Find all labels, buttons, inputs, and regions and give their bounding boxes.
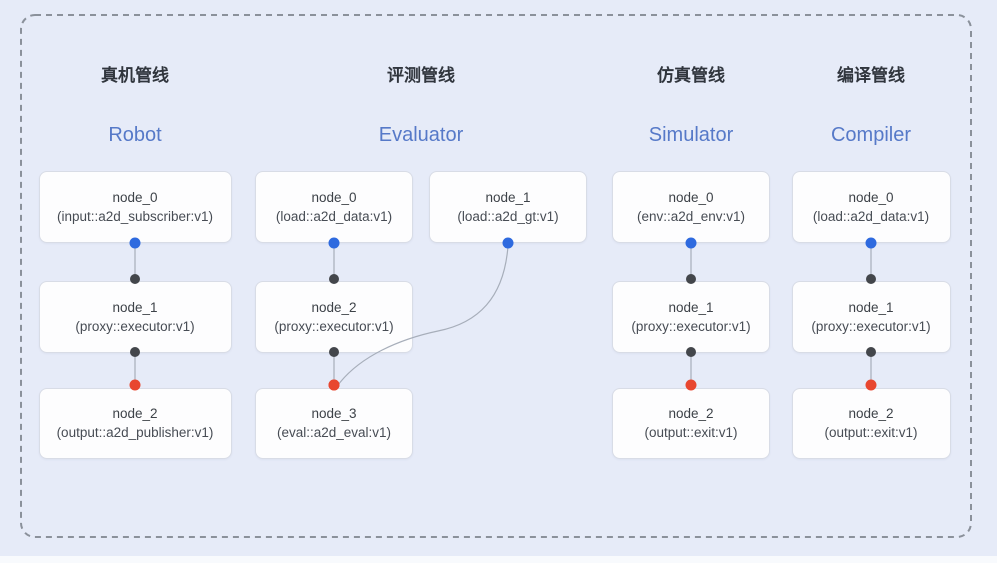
node-compiler-node-1[interactable]: node_1(proxy::executor:v1) (791, 281, 951, 353)
node-type-label: (proxy::executor:v1) (631, 318, 751, 334)
node-name-label: node_2 (112, 406, 158, 421)
node-type-label: (proxy::executor:v1) (75, 318, 195, 334)
node-name-label: node_2 (311, 299, 357, 315)
node-evaluator-node-0[interactable]: node_0(load::a2d_data:v1) (255, 171, 413, 243)
node-type-label: (proxy::executor:v1) (274, 318, 394, 334)
node-type-label: (load::a2d_data:v1) (812, 208, 930, 224)
pipeline-title-en-robot: Robot (108, 124, 162, 146)
node-name-label: node_3 (311, 406, 357, 421)
node-robot-node-0[interactable]: node_0(input::a2d_subscriber:v1) (38, 171, 232, 243)
node-name-label: node_0 (311, 189, 357, 205)
pipeline-title-cn-evaluator: 评测管线 (387, 66, 455, 85)
node-type-label: (output::exit:v1) (824, 425, 918, 440)
node-simulator-node-0[interactable]: node_0(env::a2d_env:v1) (612, 171, 770, 243)
pipeline-title-en-evaluator: Evaluator (378, 124, 464, 146)
pipeline-title-cn-robot: 真机管线 (101, 66, 169, 85)
node-compiler-node-0[interactable]: node_0(load::a2d_data:v1) (791, 171, 951, 243)
node-name-label: node_0 (668, 189, 714, 205)
node-evaluator-node-3[interactable]: node_3(eval::a2d_eval:v1) (255, 388, 413, 459)
node-name-label: node_1 (112, 299, 158, 315)
bottom-strip (0, 556, 997, 563)
node-type-label: (output::exit:v1) (644, 425, 738, 440)
node-type-label: (eval::a2d_eval:v1) (276, 425, 392, 440)
node-robot-node-2[interactable]: node_2(output::a2d_publisher:v1) (38, 388, 232, 459)
node-name-label: node_0 (848, 189, 894, 205)
pipeline-title-cn-compiler: 编译管线 (837, 66, 905, 85)
node-type-label: (output::a2d_publisher:v1) (56, 425, 214, 440)
node-simulator-node-1[interactable]: node_1(proxy::executor:v1) (612, 281, 770, 353)
node-compiler-node-2[interactable]: node_2(output::exit:v1) (791, 388, 951, 459)
node-type-label: (input::a2d_subscriber:v1) (56, 208, 214, 224)
pipeline-title-en-simulator: Simulator (648, 124, 734, 146)
node-type-label: (env::a2d_env:v1) (636, 208, 746, 224)
node-evaluator-node-1[interactable]: node_1(load::a2d_gt:v1) (429, 171, 587, 243)
node-robot-node-1[interactable]: node_1(proxy::executor:v1) (38, 281, 232, 353)
node-name-label: node_2 (848, 406, 894, 421)
pipeline-title-en-compiler: Compiler (830, 124, 912, 146)
node-name-label: node_2 (668, 406, 714, 421)
node-simulator-node-2[interactable]: node_2(output::exit:v1) (612, 388, 770, 459)
node-type-label: (proxy::executor:v1) (811, 318, 931, 334)
node-name-label: node_1 (848, 299, 894, 315)
node-evaluator-node-2[interactable]: node_2(proxy::executor:v1) (255, 281, 413, 353)
node-type-label: (load::a2d_gt:v1) (457, 208, 559, 224)
pipeline-title-cn-simulator: 仿真管线 (657, 66, 725, 85)
node-name-label: node_0 (112, 189, 158, 205)
node-name-label: node_1 (485, 189, 531, 205)
node-type-label: (load::a2d_data:v1) (275, 208, 393, 224)
node-name-label: node_1 (668, 299, 714, 315)
